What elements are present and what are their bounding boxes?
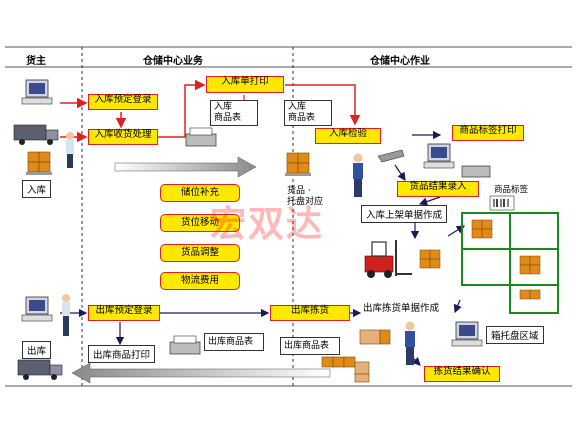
worker-icon xyxy=(405,321,415,365)
label-pallet-area: 箱托盘区域 xyxy=(486,326,544,344)
barcode-label-icon xyxy=(489,195,515,211)
arrow-entry-to-shelfdoc xyxy=(418,196,441,206)
doc-line: 商品表 xyxy=(288,112,316,123)
header-shipper: 货主 xyxy=(26,56,46,67)
cargo-boxes-outbound xyxy=(321,329,391,383)
doc-outbound-list-2: 出库商品表 xyxy=(280,337,340,355)
box-inbound-print: 入库单打印 xyxy=(206,76,284,93)
truck-icon xyxy=(13,124,59,145)
box-pick-confirm: 拣货结果确认 xyxy=(424,366,500,382)
label-print-list: 出库商品打印 xyxy=(88,345,156,363)
scanner-icon xyxy=(377,149,405,163)
worker-icon xyxy=(66,132,74,168)
doc-outbound-list-1: 出库商品表 xyxy=(204,333,264,351)
arrow-print-to-inspect xyxy=(285,84,361,126)
cargo-boxes-shipper-in xyxy=(26,151,52,175)
box-label-print: 商品标签打印 xyxy=(452,125,524,141)
box-cost: 物流费用 xyxy=(160,272,240,290)
outbound-flow-arrow xyxy=(71,362,331,384)
goods-pallet-line: 托盘对应 xyxy=(287,196,324,207)
label-shipper-inbound: 入库 xyxy=(22,180,52,198)
goods-pallet-line: 货品 · xyxy=(287,186,311,196)
label-shelf-doc: 入库上架单据作成 xyxy=(361,205,448,223)
box-outbound-picking: 出库拣货 xyxy=(270,305,350,321)
header-wms-operation: 仓储中心作业 xyxy=(370,56,430,67)
box-inbound-receipt: 入库收货处理 xyxy=(88,129,158,145)
computer-icon xyxy=(451,321,483,347)
box-outbound-preregister: 出库预定登录 xyxy=(88,305,160,321)
label-goods-label: 商品标签 xyxy=(494,185,529,195)
label-shipper-outbound: 出库 xyxy=(22,341,52,359)
printer-icon xyxy=(169,335,201,355)
pallet-rack-grid xyxy=(461,212,559,314)
printer-icon xyxy=(461,165,491,178)
box-inbound-preregister: 入库预定登录 xyxy=(88,94,158,110)
truck-icon xyxy=(17,359,63,380)
computer-icon xyxy=(423,143,455,169)
worker-icon xyxy=(62,294,70,336)
forklift-icon xyxy=(364,240,412,278)
box-inbound-inspect: 入库检验 xyxy=(315,128,381,144)
watermark: 宏双达 xyxy=(210,203,325,245)
computer-icon xyxy=(21,296,53,322)
doc-line: 入库 xyxy=(214,102,233,112)
arrow-scanner-to-entry xyxy=(394,164,406,181)
printer-icon xyxy=(185,127,217,147)
doc-inbound-list-1: 入库 商品表 xyxy=(210,100,258,126)
box-move: 货位移动 xyxy=(160,214,240,232)
computer-icon xyxy=(21,79,53,105)
box-result-entry: 货品结果录入 xyxy=(397,181,479,197)
label-pick-doc: 出库拣货单据作成 xyxy=(363,300,440,314)
doc-line: 入库 xyxy=(288,102,307,112)
box-adjust: 货品调整 xyxy=(160,244,240,262)
cargo-boxes-center xyxy=(285,152,311,176)
doc-line: 商品表 xyxy=(214,112,242,123)
label-goods-pallet: 货品 · 托盘对应 xyxy=(287,186,323,208)
doc-inbound-list-2: 入库 商品表 xyxy=(284,100,332,126)
arrow-pallet-to-pickdoc xyxy=(453,299,462,314)
cargo-boxes-rack xyxy=(419,219,541,300)
arrow-receipt-to-print xyxy=(155,79,206,138)
box-replenish: 储位补充 xyxy=(160,184,240,202)
worker-icon xyxy=(353,153,363,197)
header-wms-business: 仓储中心业务 xyxy=(143,56,203,67)
inbound-flow-arrow xyxy=(114,156,257,178)
